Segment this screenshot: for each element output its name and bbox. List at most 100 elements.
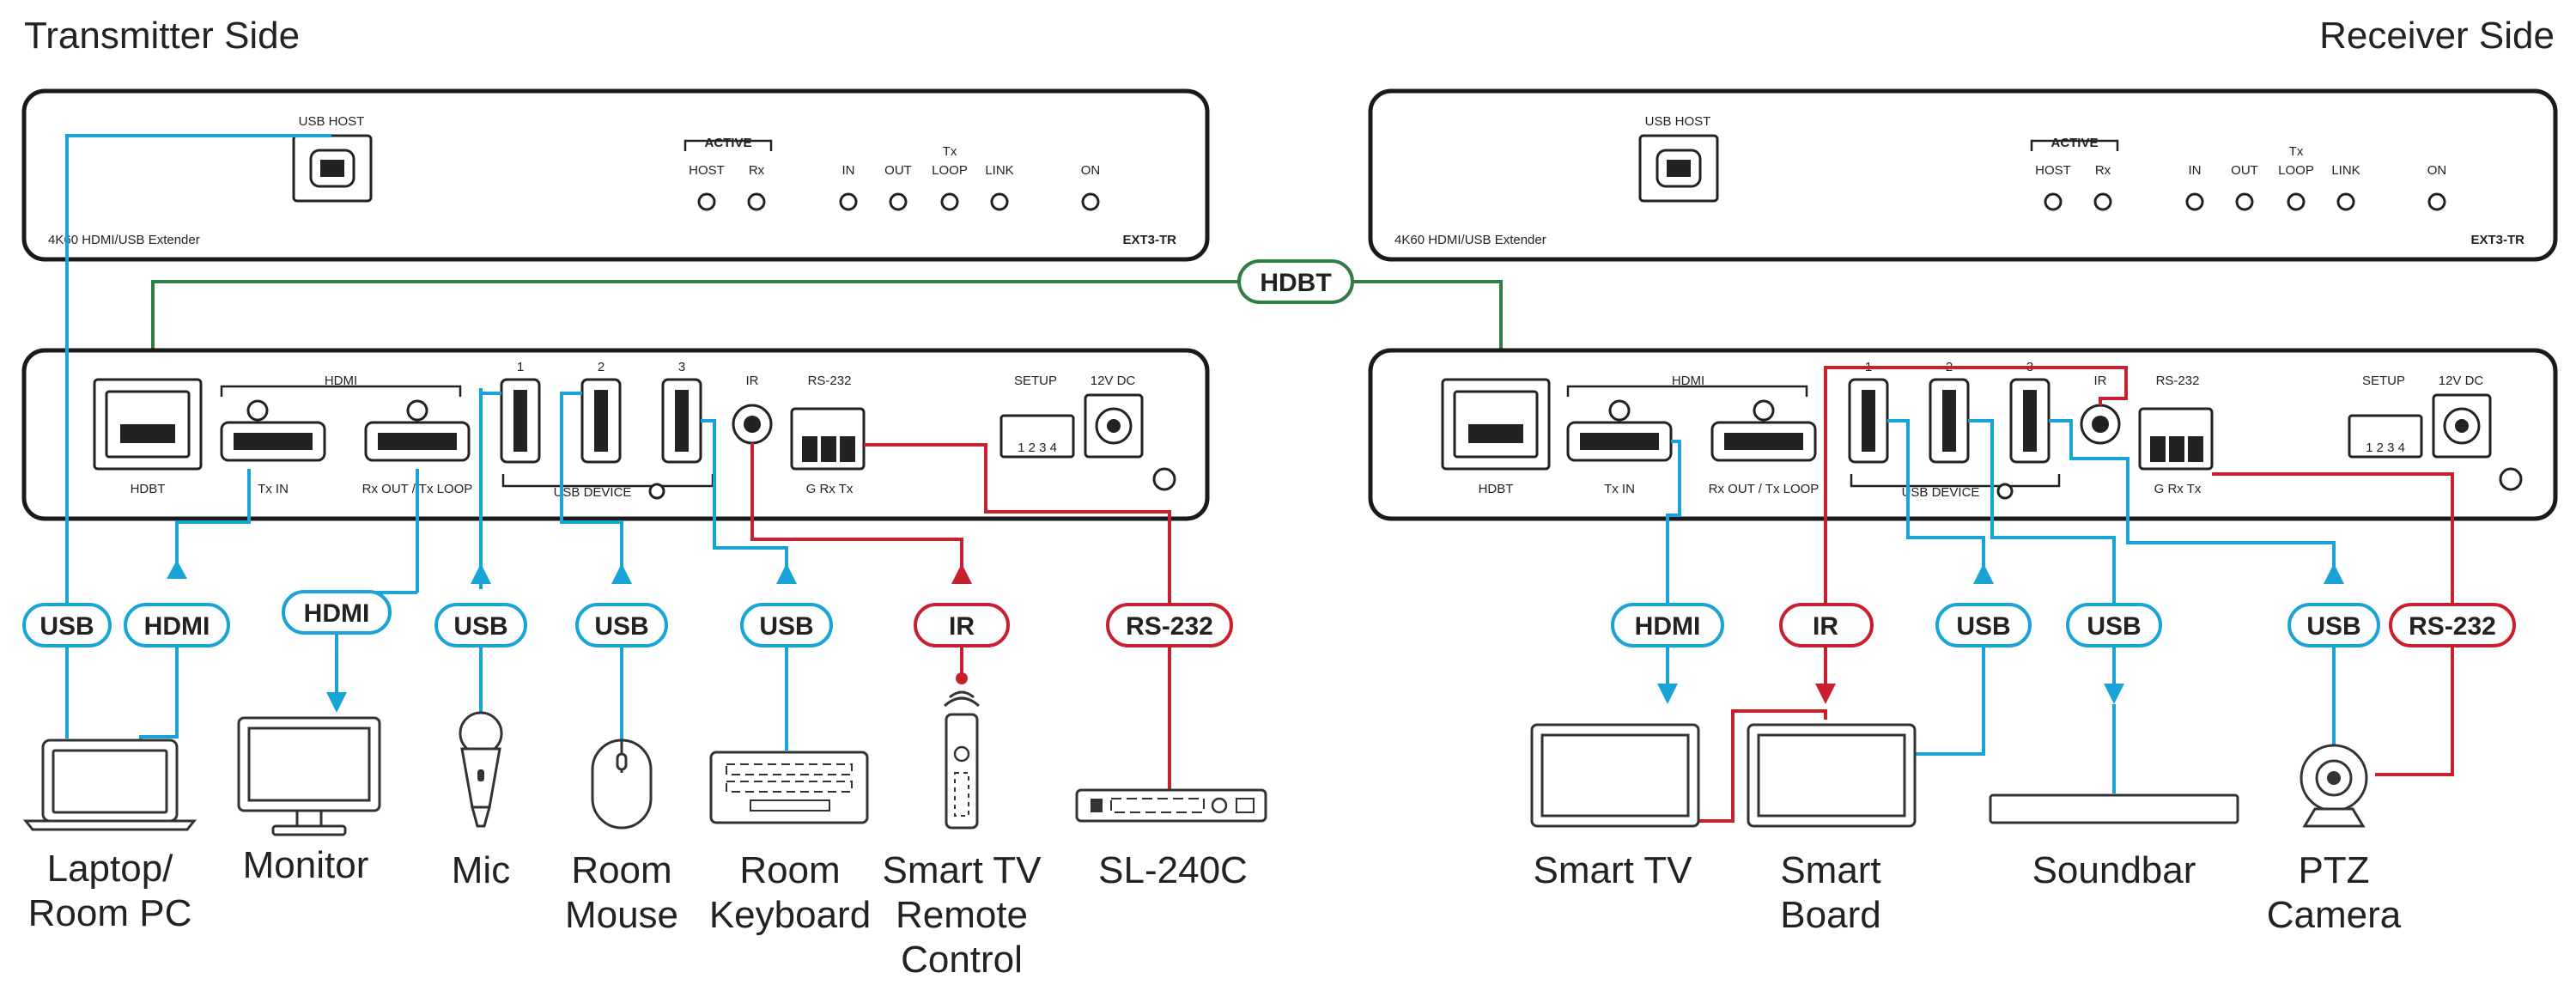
svg-text:IR: IR bbox=[949, 612, 975, 641]
pill-ir-board bbox=[1779, 603, 1874, 647]
soundbar-icon bbox=[1989, 793, 2239, 824]
pill-rs232-camera bbox=[2389, 603, 2516, 647]
device-laptop-line1: Laptop/ bbox=[47, 848, 174, 890]
rx-led-in bbox=[2185, 192, 2204, 211]
svg-text:ON: ON bbox=[1081, 163, 1101, 178]
device-laptop-line2: Room PC bbox=[28, 892, 192, 934]
svg-text:HDMI: HDMI bbox=[304, 599, 370, 628]
pill-usb-board bbox=[1935, 603, 2032, 647]
device-board-line2: Board bbox=[1780, 894, 1880, 936]
svg-text:RS-232: RS-232 bbox=[2156, 374, 2200, 388]
svg-text:IN: IN bbox=[2189, 163, 2202, 178]
rx-led-link bbox=[2336, 192, 2355, 211]
device-keyboard-line2: Keyboard bbox=[709, 894, 871, 936]
pill-hdmi-monitor bbox=[282, 590, 392, 635]
tx-signal-pills: USB HDMI HDMI USB USB USB IR RS-232 bbox=[22, 590, 1233, 647]
svg-text:USB: USB bbox=[594, 612, 648, 641]
tx-led-host bbox=[697, 192, 716, 211]
svg-text:Rx OUT / Tx LOOP: Rx OUT / Tx LOOP bbox=[1709, 482, 1820, 496]
device-remote-line1: Smart TV bbox=[882, 849, 1042, 891]
device-remote-line2: Remote bbox=[896, 894, 1028, 936]
tx-hdmi-group-label: HDMI bbox=[325, 374, 357, 388]
pill-usb-laptop bbox=[22, 603, 112, 647]
laptop-icon bbox=[22, 739, 197, 831]
svg-text:LINK: LINK bbox=[985, 163, 1013, 178]
tx-led-in bbox=[839, 192, 858, 211]
rx-active-label: ACTIVE bbox=[2050, 136, 2098, 150]
pill-rs232-sl240c bbox=[1106, 603, 1233, 647]
device-mouse-line2: Mouse bbox=[565, 894, 678, 936]
svg-text:RS-232: RS-232 bbox=[1126, 612, 1213, 641]
smart-tv-icon bbox=[1530, 723, 1700, 828]
rx-led-host bbox=[2044, 192, 2063, 211]
svg-text:HDBT: HDBT bbox=[1479, 482, 1514, 496]
svg-text:RS-232: RS-232 bbox=[808, 374, 852, 388]
microphone-icon bbox=[459, 711, 503, 828]
svg-text:USB: USB bbox=[453, 612, 507, 641]
svg-text:IR: IR bbox=[746, 374, 759, 388]
device-camera-line1: PTZ bbox=[2298, 849, 2369, 891]
svg-text:USB: USB bbox=[2087, 612, 2141, 641]
tx-active-label: ACTIVE bbox=[704, 136, 751, 150]
rx-setup-dip-switch bbox=[2348, 414, 2423, 459]
svg-text:USB: USB bbox=[2306, 612, 2360, 641]
pill-usb-soundbar bbox=[2066, 603, 2162, 647]
wire-laptop-usb bbox=[65, 134, 331, 739]
rx-product-name: 4K60 HDMI/USB Extender bbox=[1394, 233, 1546, 247]
svg-text:LOOP: LOOP bbox=[932, 163, 968, 178]
rx-hdmi-group-label: HDMI bbox=[1672, 374, 1704, 388]
device-sl240c: SL-240C bbox=[1098, 849, 1248, 891]
ptz-camera-icon bbox=[2300, 744, 2368, 828]
svg-text:USB: USB bbox=[39, 612, 94, 641]
tx-led-on bbox=[1081, 192, 1100, 211]
mouse-icon bbox=[591, 739, 653, 830]
smart-board-icon bbox=[1747, 723, 1917, 828]
svg-text:HDBT: HDBT bbox=[131, 482, 166, 496]
tx-usb-device-label: USB DEVICE bbox=[554, 485, 632, 500]
device-camera-line2: Camera bbox=[2267, 894, 2402, 936]
device-soundbar: Soundbar bbox=[2032, 849, 2196, 891]
svg-text:HDMI: HDMI bbox=[144, 612, 210, 641]
tx-led-rx bbox=[747, 192, 766, 211]
rx-led-rx bbox=[2093, 192, 2112, 211]
svg-text:IR: IR bbox=[2094, 374, 2107, 388]
pill-ir-remote bbox=[914, 603, 1010, 647]
svg-text:Tx IN: Tx IN bbox=[1604, 482, 1635, 496]
svg-text:LOOP: LOOP bbox=[2278, 163, 2314, 178]
pill-usb-camera bbox=[2287, 603, 2380, 647]
receiver-side-title: Receiver Side bbox=[2319, 15, 2555, 57]
hdbt-link-label: HDBT bbox=[1260, 269, 1331, 297]
svg-text:1 2 3 4: 1 2 3 4 bbox=[2366, 441, 2405, 455]
power-symbol-icon bbox=[1996, 483, 2014, 500]
svg-text:1 2 3 4: 1 2 3 4 bbox=[1018, 441, 1057, 455]
pill-usb-mic bbox=[434, 603, 527, 647]
svg-text:LINK: LINK bbox=[2331, 163, 2360, 178]
tx-led-loop bbox=[940, 192, 959, 211]
device-smart-tv: Smart TV bbox=[1533, 849, 1692, 891]
rx-led-loop bbox=[2287, 192, 2306, 211]
rx-front-panel: USB HOST ACTIVE HOST Rx IN OUT Tx LOOP L… bbox=[1368, 88, 2558, 262]
rx-signal-pills: HDMI IR USB USB USB RS-232 bbox=[1611, 603, 2516, 647]
hdbt-link-pill bbox=[1237, 259, 1354, 304]
tx-devices: Laptop/ Room PC Monitor Mic Room Mouse bbox=[22, 690, 1267, 981]
remote-control-icon bbox=[943, 690, 981, 830]
svg-text:G Rx Tx: G Rx Tx bbox=[2154, 482, 2202, 496]
hdbt-cable bbox=[151, 280, 1503, 380]
device-board-line1: Smart bbox=[1780, 849, 1880, 891]
tx-led-link bbox=[990, 192, 1009, 211]
power-symbol-icon bbox=[648, 483, 665, 500]
pill-usb-mouse bbox=[575, 603, 668, 647]
svg-text:IN: IN bbox=[842, 163, 855, 178]
rx-led-out bbox=[2235, 192, 2254, 211]
svg-text:1: 1 bbox=[517, 360, 524, 374]
svg-text:12V DC: 12V DC bbox=[1091, 374, 1136, 388]
pill-usb-keyboard bbox=[740, 603, 833, 647]
tx-wiring bbox=[65, 134, 1171, 790]
svg-text:Tx: Tx bbox=[2289, 144, 2304, 159]
keyboard-icon bbox=[709, 751, 869, 824]
svg-text:2: 2 bbox=[598, 360, 605, 374]
svg-text:Tx: Tx bbox=[943, 144, 957, 159]
svg-text:SETUP: SETUP bbox=[1014, 374, 1057, 388]
